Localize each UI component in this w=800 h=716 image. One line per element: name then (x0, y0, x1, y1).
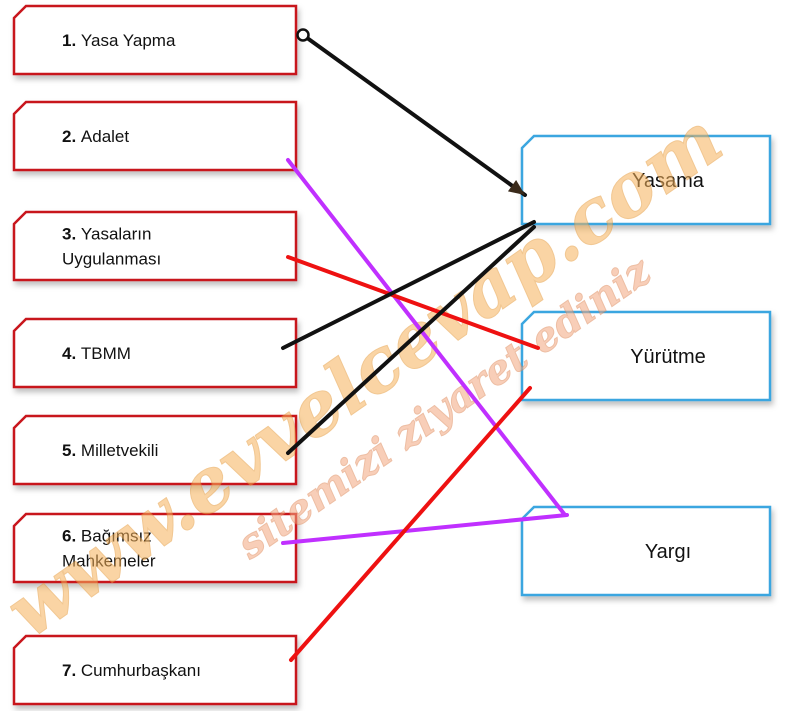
connection-line-4 (281, 220, 536, 350)
connection-line-2 (286, 158, 567, 517)
right-box-3: Yargı (520, 505, 772, 597)
left-box-frame (12, 317, 298, 389)
left-box-frame (12, 634, 298, 706)
left-box-1: 1. Yasa Yapma (12, 4, 298, 76)
right-box-frame (520, 310, 772, 402)
left-box-label: 2. Adalet (62, 127, 129, 146)
left-box-5: 5. Milletvekili (12, 414, 298, 486)
right-box-label: Yürütme (630, 346, 706, 368)
connection-line-6 (281, 513, 569, 545)
left-box-2: 2. Adalet (12, 100, 298, 172)
arrowhead-icon (507, 179, 525, 195)
connection-line-7 (289, 386, 532, 662)
right-box-label: Yargı (645, 541, 691, 563)
connection-line-3 (286, 255, 540, 350)
left-box-4: 4. TBMM (12, 317, 298, 389)
left-box-label: 1. Yasa Yapma (62, 31, 176, 50)
left-box-label: 7. Cumhurbaşkanı (62, 661, 201, 680)
connection-start-dot (296, 28, 310, 42)
left-box-frame (12, 4, 298, 76)
connection-line-1 (301, 33, 527, 197)
left-box-frame (12, 100, 298, 172)
right-box-2: Yürütme (520, 310, 772, 402)
left-box-label: 4. TBMM (62, 344, 131, 363)
right-box-1: Yasama (520, 134, 772, 226)
left-box-7: 7. Cumhurbaşkanı (12, 634, 298, 706)
connections-layer (281, 28, 569, 662)
left-box-frame (12, 414, 298, 486)
right-box-frame (520, 134, 772, 226)
connection-line-5 (286, 225, 536, 455)
right-box-label: Yasama (632, 170, 705, 192)
left-box-frame (12, 512, 298, 584)
left-box-label: 5. Milletvekili (62, 441, 158, 460)
left-box-frame (12, 210, 298, 282)
right-box-frame (520, 505, 772, 597)
